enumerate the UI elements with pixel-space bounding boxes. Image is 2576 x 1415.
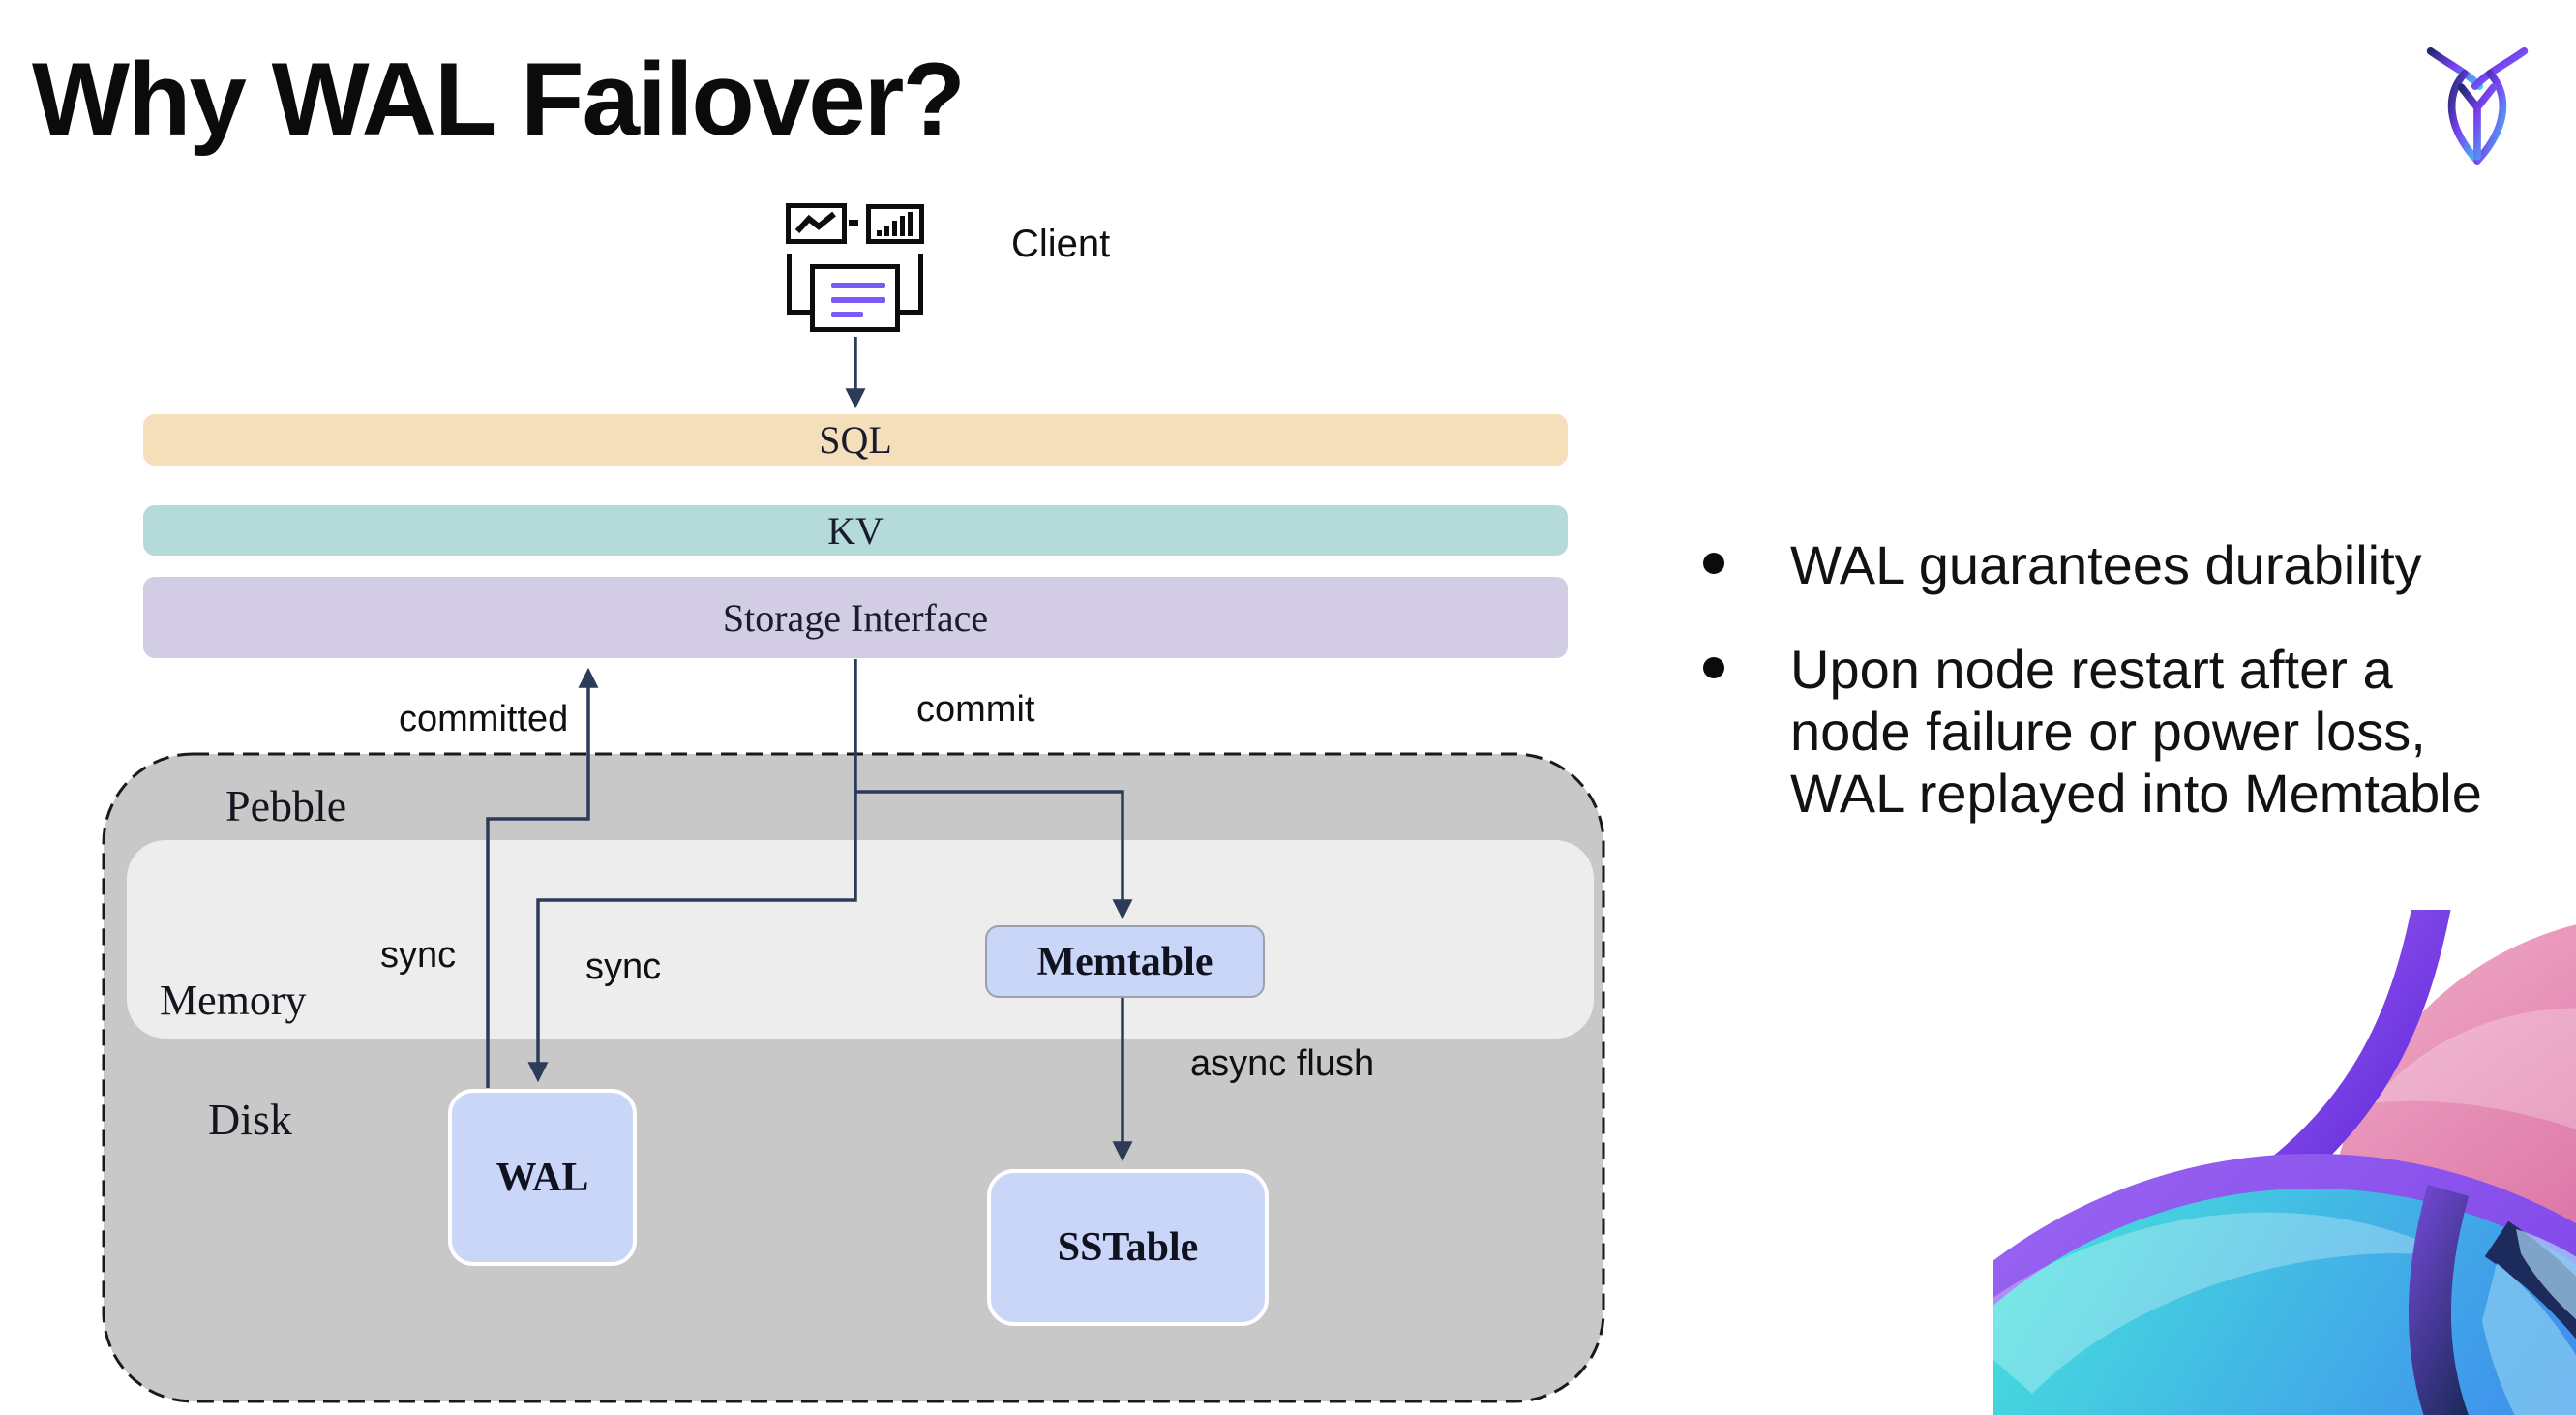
bullet-dot-icon <box>1703 657 1724 678</box>
wal-node: WAL <box>448 1089 637 1266</box>
artwork-leaf-fill <box>2482 1263 2576 1415</box>
sync-right-edge-label: sync <box>585 947 662 987</box>
bullet-text: WAL guarantees durability <box>1790 534 2422 595</box>
bullet-list: WAL guarantees durability Upon node rest… <box>1703 534 2526 867</box>
client-label: Client <box>1011 223 1111 265</box>
pebble-label: Pebble <box>225 781 347 830</box>
storage-interface-layer-bar: Storage Interface <box>143 577 1568 658</box>
memtable-node: Memtable <box>985 925 1265 998</box>
sql-layer-label: SQL <box>819 418 892 462</box>
artwork-pink-highlight <box>2371 1008 2576 1129</box>
bullet-text: Upon node restart after a node failure o… <box>1790 639 2482 824</box>
bracket-left <box>787 254 811 315</box>
memory-label: Memory <box>160 977 307 1024</box>
memtable-node-label: Memtable <box>1036 939 1213 984</box>
logo-body-right <box>2473 70 2507 165</box>
sstable-node-label: SSTable <box>1057 1225 1199 1270</box>
document-icon <box>810 264 900 332</box>
artwork-leaf-stroke-left <box>2409 1184 2470 1415</box>
disk-label: Disk <box>208 1095 292 1144</box>
artwork-leaf-fill-light <box>2516 1229 2576 1320</box>
bar-chart-icon <box>866 204 924 244</box>
line-chart-icon <box>786 203 847 244</box>
memory-band <box>127 840 1594 1039</box>
storage-interface-layer-label: Storage Interface <box>722 595 989 640</box>
cockroachdb-logo <box>2426 46 2529 165</box>
dash-connector <box>849 220 858 226</box>
brand-artwork <box>1993 910 2576 1415</box>
sstable-node: SSTable <box>987 1169 1269 1326</box>
sync-left-edge-label: sync <box>380 935 457 976</box>
artwork-teal-highlight <box>1993 1212 2458 1394</box>
async-flush-edge-label: async flush <box>1190 1043 1375 1084</box>
list-item: WAL guarantees durability <box>1703 534 2526 596</box>
client-terminal-icon <box>779 198 1127 344</box>
kv-layer-label: KV <box>827 508 884 553</box>
committed-edge-label: committed <box>399 699 569 739</box>
logo-body-left <box>2447 70 2481 165</box>
kv-layer-bar: KV <box>143 505 1568 556</box>
commit-edge-label: commit <box>916 689 1035 730</box>
bracket-right <box>899 254 923 315</box>
list-item: Upon node restart after a node failure o… <box>1703 639 2526 825</box>
logo-stem <box>2457 83 2498 161</box>
page-title: Why WAL Failover? <box>32 41 966 157</box>
sql-layer-bar: SQL <box>143 414 1568 466</box>
wal-node-label: WAL <box>495 1155 589 1200</box>
bullet-dot-icon <box>1703 553 1724 574</box>
logo-antenna-right <box>2471 46 2529 90</box>
